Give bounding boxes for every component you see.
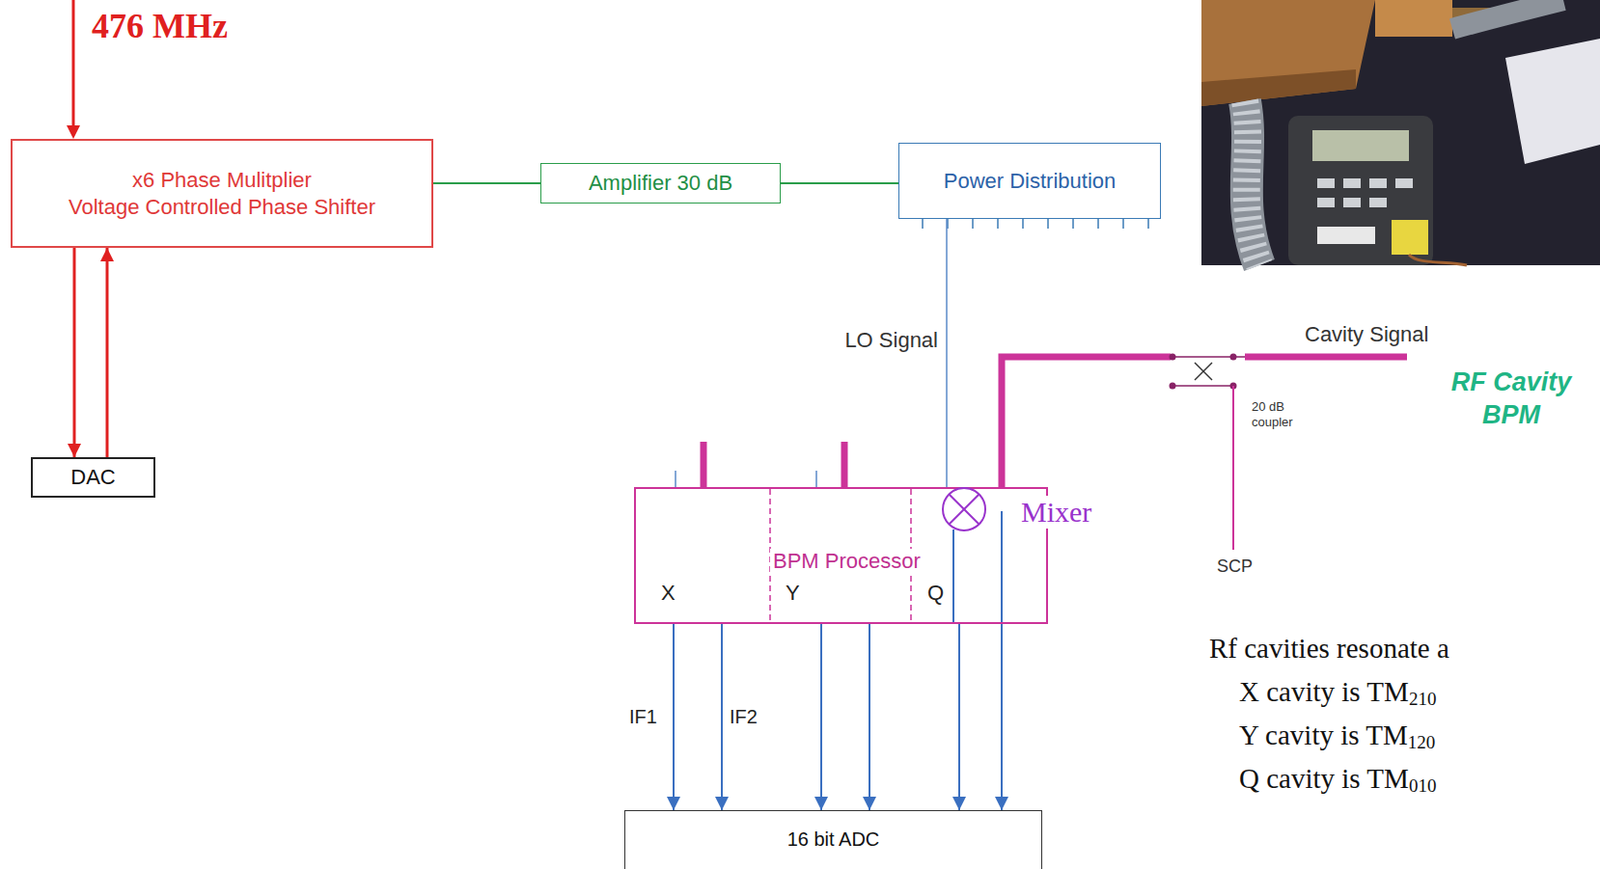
mixer-outline xyxy=(942,488,986,531)
dac-box: DAC xyxy=(30,457,156,498)
if-wire xyxy=(1000,511,1003,625)
cavity-line xyxy=(1244,354,1407,361)
note-text: X cavity is TM xyxy=(1239,676,1409,709)
adc-box: 16 bit ADC xyxy=(624,810,1043,869)
connector xyxy=(106,248,110,458)
connector xyxy=(945,219,948,488)
section-label: Q xyxy=(927,580,944,607)
signal-label: IF2 xyxy=(729,706,758,729)
lo-stub xyxy=(815,470,818,488)
box-label: BPM Processor xyxy=(770,549,924,575)
connector xyxy=(780,182,899,185)
if-wire xyxy=(952,529,955,625)
mixer-symbol: Mixer xyxy=(940,486,988,533)
mixer-cross xyxy=(949,495,980,525)
mixer-circle xyxy=(940,486,988,533)
photo xyxy=(1201,0,1600,266)
connector xyxy=(720,624,723,811)
connector xyxy=(73,248,77,458)
arrow-head xyxy=(66,125,81,139)
signal-label: LO Signal xyxy=(844,328,938,354)
section-label: X xyxy=(661,580,676,607)
amplifier-box: Amplifier 30 dB xyxy=(540,163,781,204)
note-text: Y cavity is TM xyxy=(1239,719,1408,752)
box-label: Power Distribution xyxy=(943,168,1117,194)
connector xyxy=(1000,624,1003,811)
connector xyxy=(868,624,871,811)
box-label: Mixer xyxy=(1019,496,1094,529)
coupler-symbol xyxy=(1169,354,1246,552)
note-text: Q cavity is TM xyxy=(1239,763,1409,796)
distribution-box: Power Distribution xyxy=(898,142,1161,220)
input-arrow xyxy=(72,0,76,128)
note-text: Rf cavities resonate a xyxy=(1209,633,1450,665)
coupler-label: 20 dB coupler xyxy=(1251,399,1310,430)
cavity-stub xyxy=(700,441,708,488)
box-label: DAC xyxy=(70,465,115,491)
processor-box: BPM Processor Mixer xyxy=(634,487,1049,625)
cavity-stub xyxy=(841,441,849,488)
mode-subscript: 010 xyxy=(1408,775,1437,798)
port-label: SCP xyxy=(1216,556,1253,578)
signal-label: Cavity Signal xyxy=(1304,322,1429,348)
connector xyxy=(433,182,541,185)
output-ticks xyxy=(922,219,1149,229)
section-label: Y xyxy=(785,580,800,607)
connector xyxy=(672,624,675,811)
box-label: x6 Phase Mulitplier xyxy=(132,166,312,194)
box-label: Amplifier 30 dB xyxy=(588,170,733,196)
box-label: 16 bit ADC xyxy=(787,828,881,852)
mixer-cross xyxy=(949,495,980,525)
connector xyxy=(820,624,823,811)
mode-subscript: 120 xyxy=(1407,732,1436,754)
lo-stub xyxy=(674,470,677,488)
box-label: Voltage Controlled Phase Shifter xyxy=(68,193,376,221)
device-label: RF Cavity BPM xyxy=(1430,366,1593,433)
connector xyxy=(958,624,961,811)
process-box: x6 Phase MulitplierVoltage Controlled Ph… xyxy=(10,138,434,249)
cavity-line xyxy=(1001,357,1171,488)
frequency-label: 476 MHz xyxy=(91,5,228,47)
signal-label: IF1 xyxy=(629,706,658,729)
mode-subscript: 210 xyxy=(1408,689,1437,711)
